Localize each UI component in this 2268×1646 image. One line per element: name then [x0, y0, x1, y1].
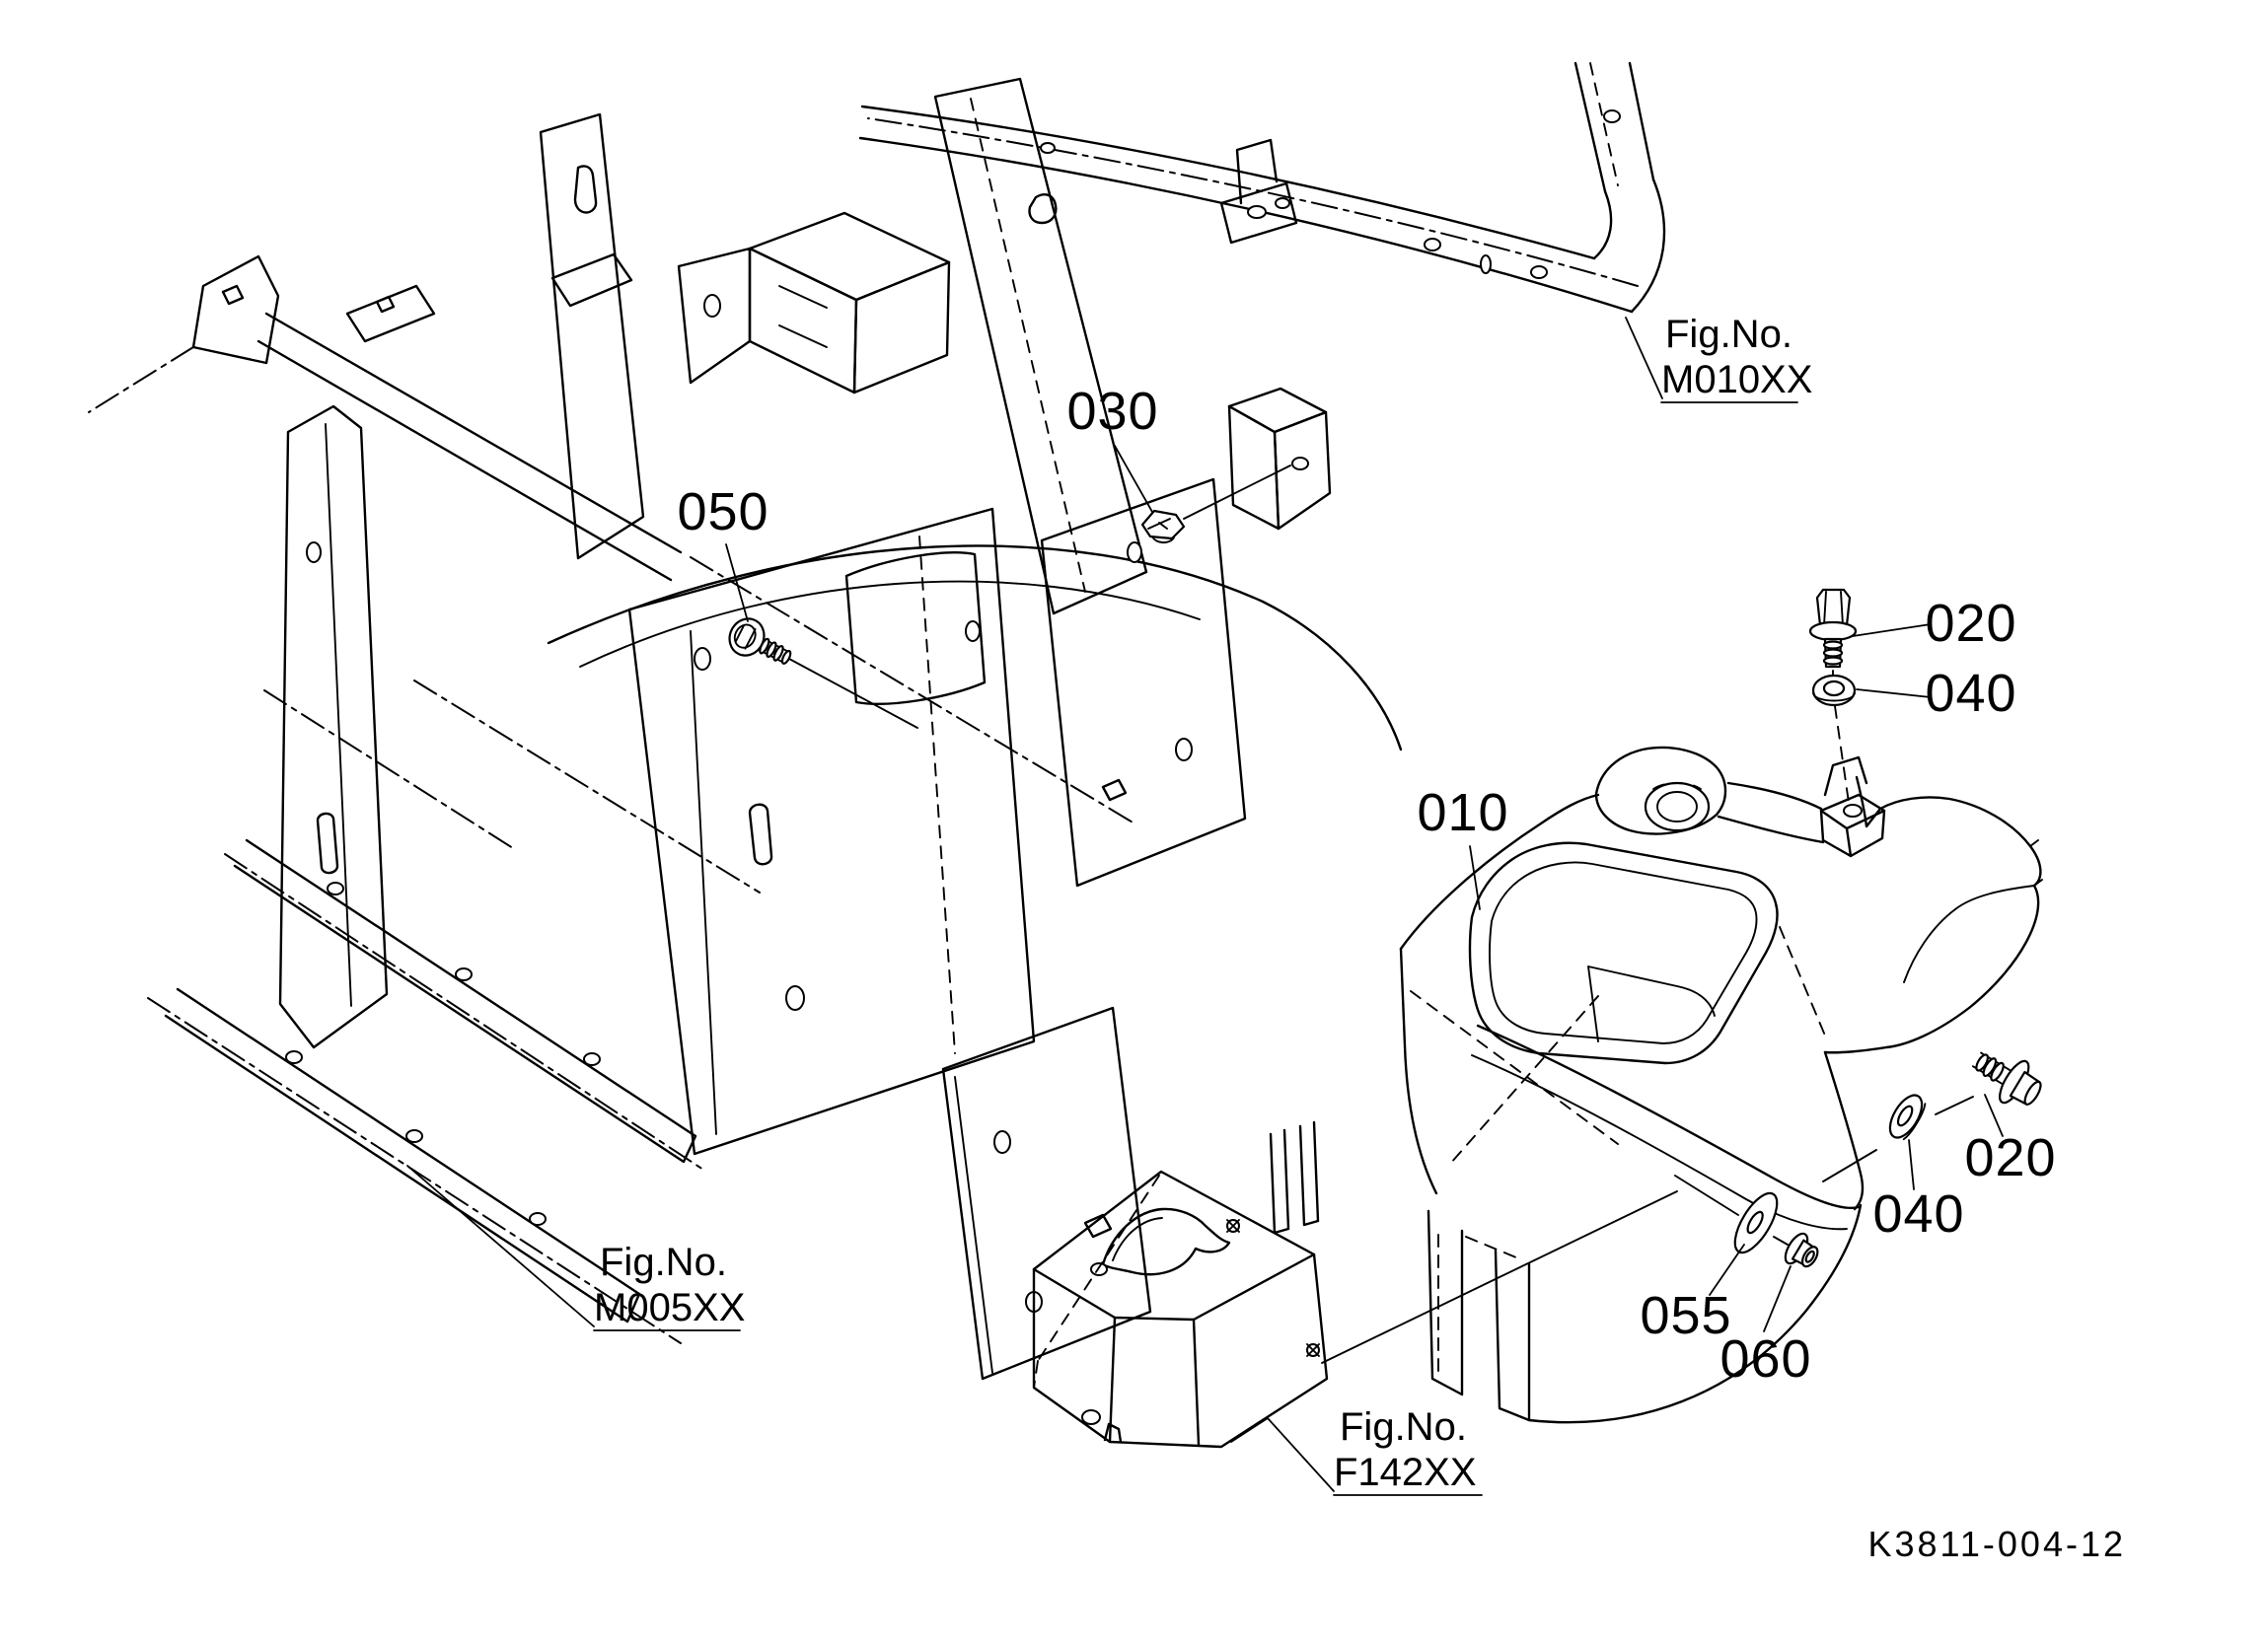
washer-055-axis-line: [1674, 1175, 1789, 1246]
callout-055: 055: [1640, 1286, 1731, 1345]
leader-lines: [406, 317, 2004, 1492]
washer-040-right-icon: [1888, 1094, 1927, 1141]
callout-030: 030: [1066, 382, 1158, 441]
rear-frame-rail-art: [858, 61, 1666, 314]
figref-f142xx-code: F142XX: [1334, 1451, 1477, 1494]
bolt-020-top-icon: [1808, 588, 1858, 669]
washer-055-icon: [1733, 1191, 1779, 1254]
cover-part-f142: [1032, 1170, 1678, 1449]
small-screw-marks: [1226, 1219, 1320, 1357]
figref-m010xx-code: M010XX: [1661, 358, 1812, 401]
alignment-line: [1321, 1190, 1678, 1364]
figref-m005xx: Fig.No. M005XX: [593, 1241, 745, 1331]
clip-030-axis-line: [1183, 465, 1291, 520]
clip-030-icon: [1140, 509, 1186, 544]
callout-050: 050: [677, 482, 768, 541]
bolt-020-top-axis-line: [1832, 670, 1850, 804]
callout-020-top: 020: [1925, 594, 2016, 653]
callout-040-top: 040: [1925, 664, 2016, 723]
nut-060-icon: [1784, 1232, 1819, 1268]
figref-f142xx-prefix: Fig.No.: [1340, 1405, 1467, 1449]
bolt-050-axis-line: [788, 658, 918, 729]
callout-010: 010: [1417, 783, 1508, 842]
figref-m010xx: Fig.No. M010XX: [1660, 313, 1812, 403]
figref-m005xx-code: M005XX: [594, 1286, 745, 1329]
callout-020-right: 020: [1964, 1128, 2056, 1187]
bolt-020-right-icon: [1971, 1051, 2042, 1106]
callout-040-right: 040: [1872, 1184, 1964, 1244]
figref-f142xx: Fig.No. F142XX: [1333, 1405, 1483, 1496]
drawing-number: K3811-004-12: [1867, 1524, 2126, 1564]
callout-060: 060: [1719, 1329, 1811, 1389]
figref-m005xx-prefix: Fig.No.: [600, 1241, 727, 1284]
bolt-020-right-axis-line: [1822, 1096, 1974, 1182]
chassis-frame-art: [88, 77, 1403, 1381]
bolt-050-icon: [728, 617, 792, 665]
fender-part-010: [1399, 746, 2043, 1424]
cup-holder-hole: [1644, 781, 1711, 832]
washer-040-top-icon: [1811, 674, 1857, 707]
figref-m010xx-prefix: Fig.No.: [1665, 313, 1792, 356]
